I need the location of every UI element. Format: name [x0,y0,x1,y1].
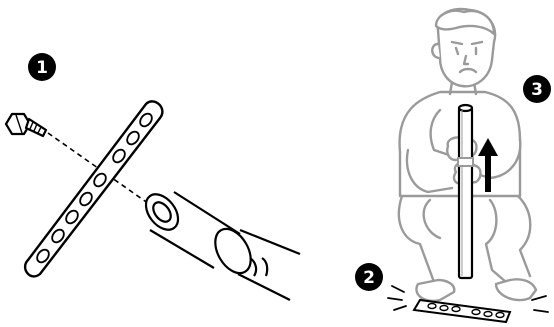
vibration-lines [387,285,549,313]
step-3-number: 3 [531,80,543,100]
step-2-badge: 2 [355,263,383,291]
step-3-illustration: 2 3 [355,7,551,324]
perforated-bracket-icon [23,100,164,278]
pipe-icon [144,191,301,301]
up-arrow-icon [478,138,498,192]
bolt-icon [4,112,48,138]
step-3-badge: 3 [523,75,551,103]
step-1-badge: 1 [28,53,56,81]
foot-plate-icon [412,298,512,324]
step-1-number: 1 [36,58,48,78]
step-1-illustration: 1 [4,53,301,301]
vertical-pipe-icon [457,103,474,280]
step-2-number: 2 [363,268,375,288]
